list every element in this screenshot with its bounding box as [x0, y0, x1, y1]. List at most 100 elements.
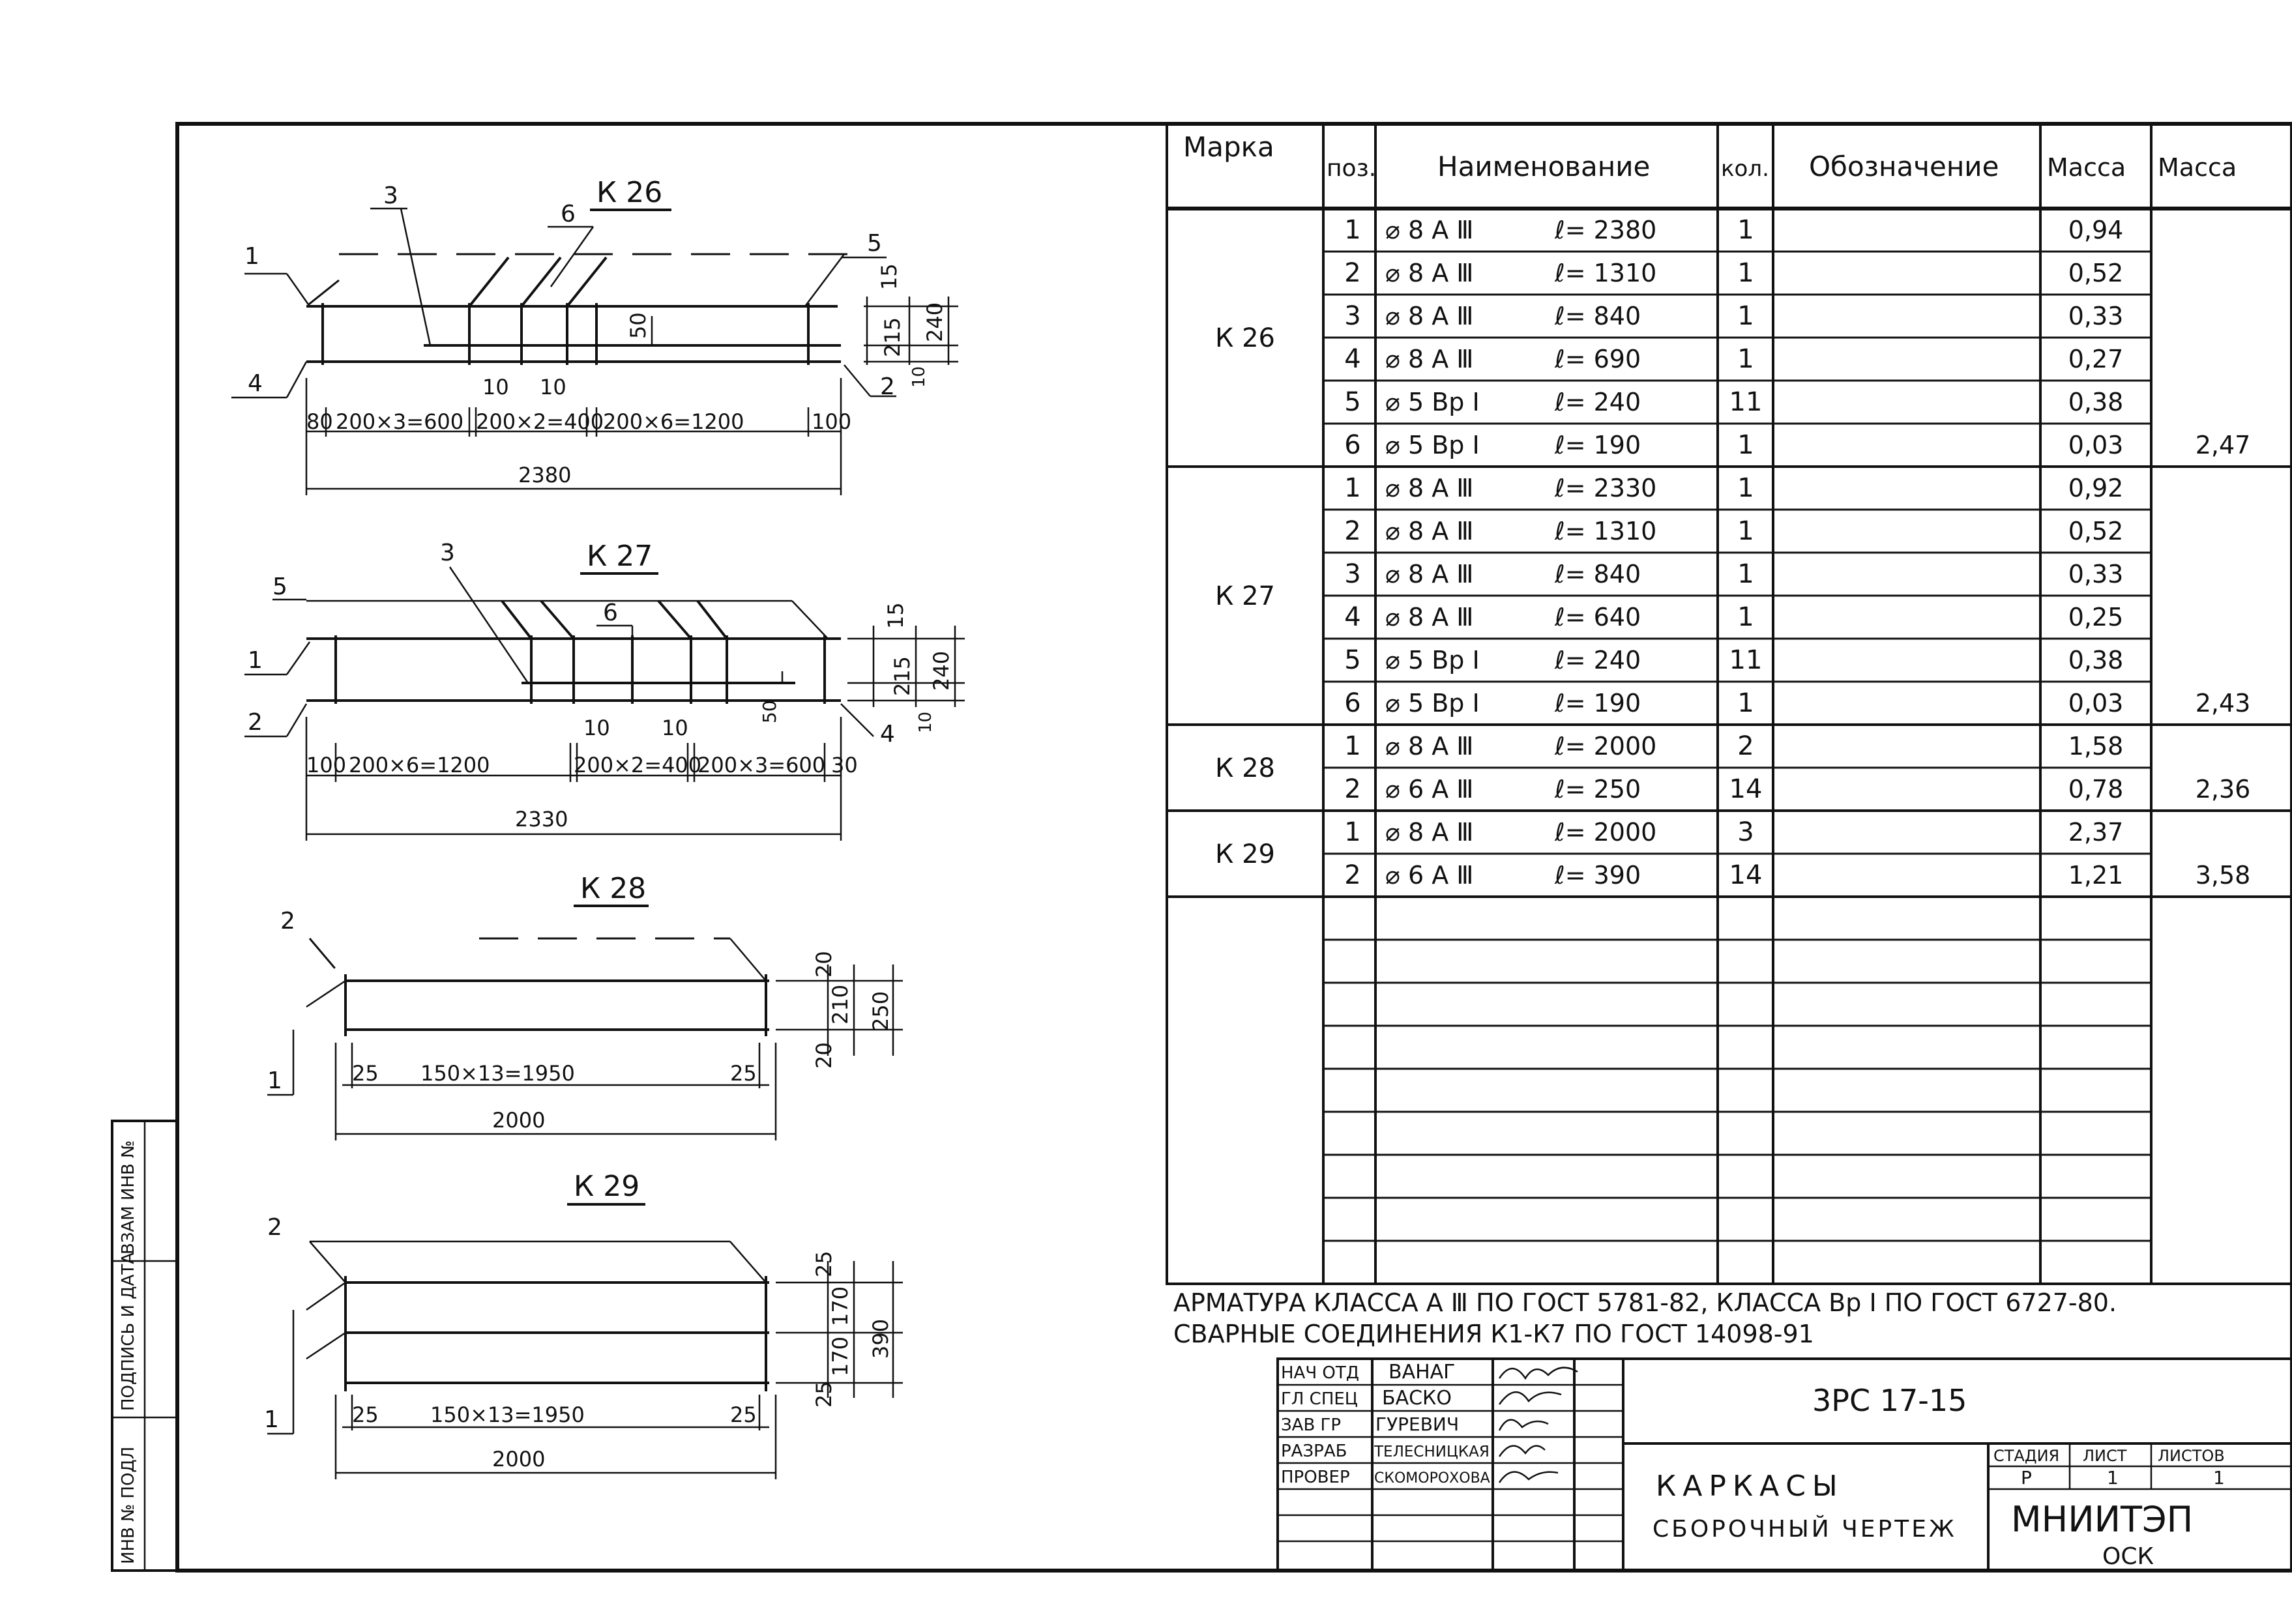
spec-cell-diameter: ⌀ 8 А Ⅲ [1385, 345, 1474, 373]
spec-cell-diameter: ⌀ 8 А Ⅲ [1385, 732, 1474, 761]
dim: 200×6=1200 [603, 409, 744, 434]
dim: 200×3=600 [698, 753, 825, 777]
k26-stirrups [321, 256, 810, 365]
org-dept: ОСК [2102, 1543, 2154, 1570]
spec-cell-length: ℓ= 2000 [1554, 818, 1656, 847]
leader-4 [286, 361, 308, 398]
dim: 10 [540, 375, 566, 399]
spec-cell-mass: 1,21 [2068, 861, 2124, 890]
spec-cell-diameter: ⌀ 8 А Ⅲ [1385, 474, 1474, 502]
drawing-k29-title: К 29 [574, 1170, 639, 1203]
spec-cell-qty: 3 [1737, 817, 1754, 847]
spec-cell-diameter: ⌀ 8 А Ⅲ [1385, 216, 1474, 244]
spec-cell-pos: 6 [1344, 430, 1360, 460]
k27-stirrups [334, 600, 826, 704]
spec-cell-diameter: ⌀ 5 Вр Ⅰ [1385, 388, 1480, 416]
label-4: 4 [248, 370, 263, 397]
label-6: 6 [603, 600, 618, 626]
spec-cell-pos: 5 [1344, 387, 1360, 417]
dim: 390 [868, 1319, 893, 1359]
spec-cell-qty: 1 [1737, 559, 1754, 589]
spec-cell-qty: 14 [1729, 774, 1763, 804]
dim: 215 [890, 656, 915, 696]
label-4: 4 [880, 721, 895, 747]
sheets-value: 1 [2213, 1467, 2225, 1488]
side-stamp-signature-date: ПОДПИСЬ И ДАТА [119, 1253, 138, 1411]
spec-cell-pos: 1 [1344, 817, 1360, 847]
label-6: 6 [561, 201, 576, 227]
spec-cell-qty: 1 [1737, 258, 1754, 288]
note-line-2: СВАРНЫЕ СОЕДИНЕНИЯ К1-К7 ПО ГОСТ 14098-9… [1173, 1320, 1814, 1348]
drawing-k29: К 29 2 1 25 170 170 25 [264, 1170, 903, 1479]
k29-persp-left2 [306, 1281, 346, 1311]
label-2: 2 [248, 709, 263, 736]
spec-cell-pos: 4 [1344, 344, 1360, 374]
spec-header-mass-total: Масса [2158, 153, 2237, 182]
drawing-k26: К 26 3 6 1 4 5 2 [231, 176, 958, 495]
spec-cell-total-mass: 2,43 [2196, 689, 2251, 718]
dim: 25 [812, 1381, 836, 1408]
spec-cell-length: ℓ= 840 [1554, 302, 1641, 330]
spec-cell-pos: 6 [1344, 688, 1360, 718]
spec-header-qty: кол. [1721, 156, 1769, 182]
spec-cell-length: ℓ= 250 [1554, 775, 1641, 804]
doc-code: 3РС 17-15 [1812, 1383, 1967, 1418]
title-block: НАЧ ОТД ГЛ СПЕЦ ЗАВ ГР РАЗРАБ ПРОВЕР ВАН… [1276, 1357, 2292, 1572]
spec-cell-length: ℓ= 240 [1554, 388, 1641, 416]
leader-3 [400, 208, 432, 346]
dim: 100 [812, 409, 851, 434]
spec-cell-mass: 2,37 [2068, 818, 2124, 847]
dim: 15 [877, 263, 902, 290]
dim: 200×3=600 [336, 409, 463, 434]
note-line-1: АРМАТУРА КЛАССА А Ⅲ ПО ГОСТ 5781-82, КЛА… [1173, 1288, 2117, 1317]
k28-persp-end [729, 938, 767, 981]
spec-cell-qty: 1 [1737, 688, 1754, 718]
dim-total: 2000 [492, 1108, 545, 1133]
side-stamp-vzam-inv: ВЗАМ ИНВ № [119, 1140, 138, 1254]
dim: 25 [730, 1061, 757, 1086]
spec-header-mass-unit: Масса [2047, 153, 2126, 182]
label-2: 2 [267, 1214, 282, 1241]
spec-cell-qty: 11 [1729, 387, 1763, 417]
dim: 50 [626, 312, 651, 339]
spec-header-name: Наименование [1437, 151, 1650, 182]
k29-persp-end [729, 1241, 767, 1283]
spec-cell-diameter: ⌀ 8 А Ⅲ [1385, 302, 1474, 330]
leader-2 [844, 364, 871, 397]
label-2: 2 [280, 908, 295, 935]
spec-cell-qty: 1 [1737, 602, 1754, 632]
doc-name-line-2: СБОРОЧНЫЙ ЧЕРТЕЖ [1653, 1515, 1957, 1543]
spec-cell-length: ℓ= 690 [1554, 345, 1641, 373]
dim: 80 [306, 409, 333, 434]
spec-cell-total-mass: 2,36 [2196, 775, 2251, 804]
drawing-k28: К 28 2 1 20 210 250 20 25 150× [267, 872, 903, 1140]
dim: 200×6=1200 [349, 753, 490, 777]
spec-cell-pos: 3 [1344, 559, 1360, 589]
label-1: 1 [267, 1067, 282, 1094]
spec-cell-qty: 1 [1737, 516, 1754, 546]
name-developer: ТЕЛЕСНИЦКАЯ [1374, 1443, 1490, 1460]
sheets-label: ЛИСТОВ [2158, 1447, 2225, 1465]
spec-cell-qty: 1 [1737, 430, 1754, 460]
spec-cell-length: ℓ= 1310 [1554, 517, 1656, 545]
spec-cell-diameter: ⌀ 8 А Ⅲ [1385, 259, 1474, 287]
spec-cell-diameter: ⌀ 5 Вр Ⅰ [1385, 689, 1480, 718]
k29-dim-lines [334, 1261, 903, 1479]
spec-cell-mass: 0,94 [2068, 216, 2124, 244]
spec-table: Марка поз. Наименование кол. Обозначение… [1166, 123, 2292, 1285]
dim: 20 [812, 1042, 836, 1069]
spec-cell-mass: 0,25 [2068, 603, 2124, 631]
side-stamp: ИНВ № ПОДЛ ПОДПИСЬ И ДАТА ВЗАМ ИНВ № [111, 1120, 179, 1572]
dim: 50 [759, 700, 780, 723]
spec-cell-length: ℓ= 190 [1554, 689, 1641, 718]
spec-cell-length: ℓ= 840 [1554, 560, 1641, 588]
doc-name-line-1: КАРКАСЫ [1656, 1470, 1844, 1503]
spec-cell-mass: 0,33 [2068, 560, 2124, 588]
spec-header-mark: Марка [1183, 131, 1274, 163]
name-chief-spec: БАСКО [1382, 1387, 1452, 1410]
dim: 10 [583, 716, 610, 740]
spec-cell-pos: 3 [1344, 301, 1360, 331]
spec-cell-mass: 0,92 [2068, 474, 2124, 502]
dim: 170 [828, 1337, 853, 1376]
spec-cell-diameter: ⌀ 8 А Ⅲ [1385, 818, 1474, 847]
